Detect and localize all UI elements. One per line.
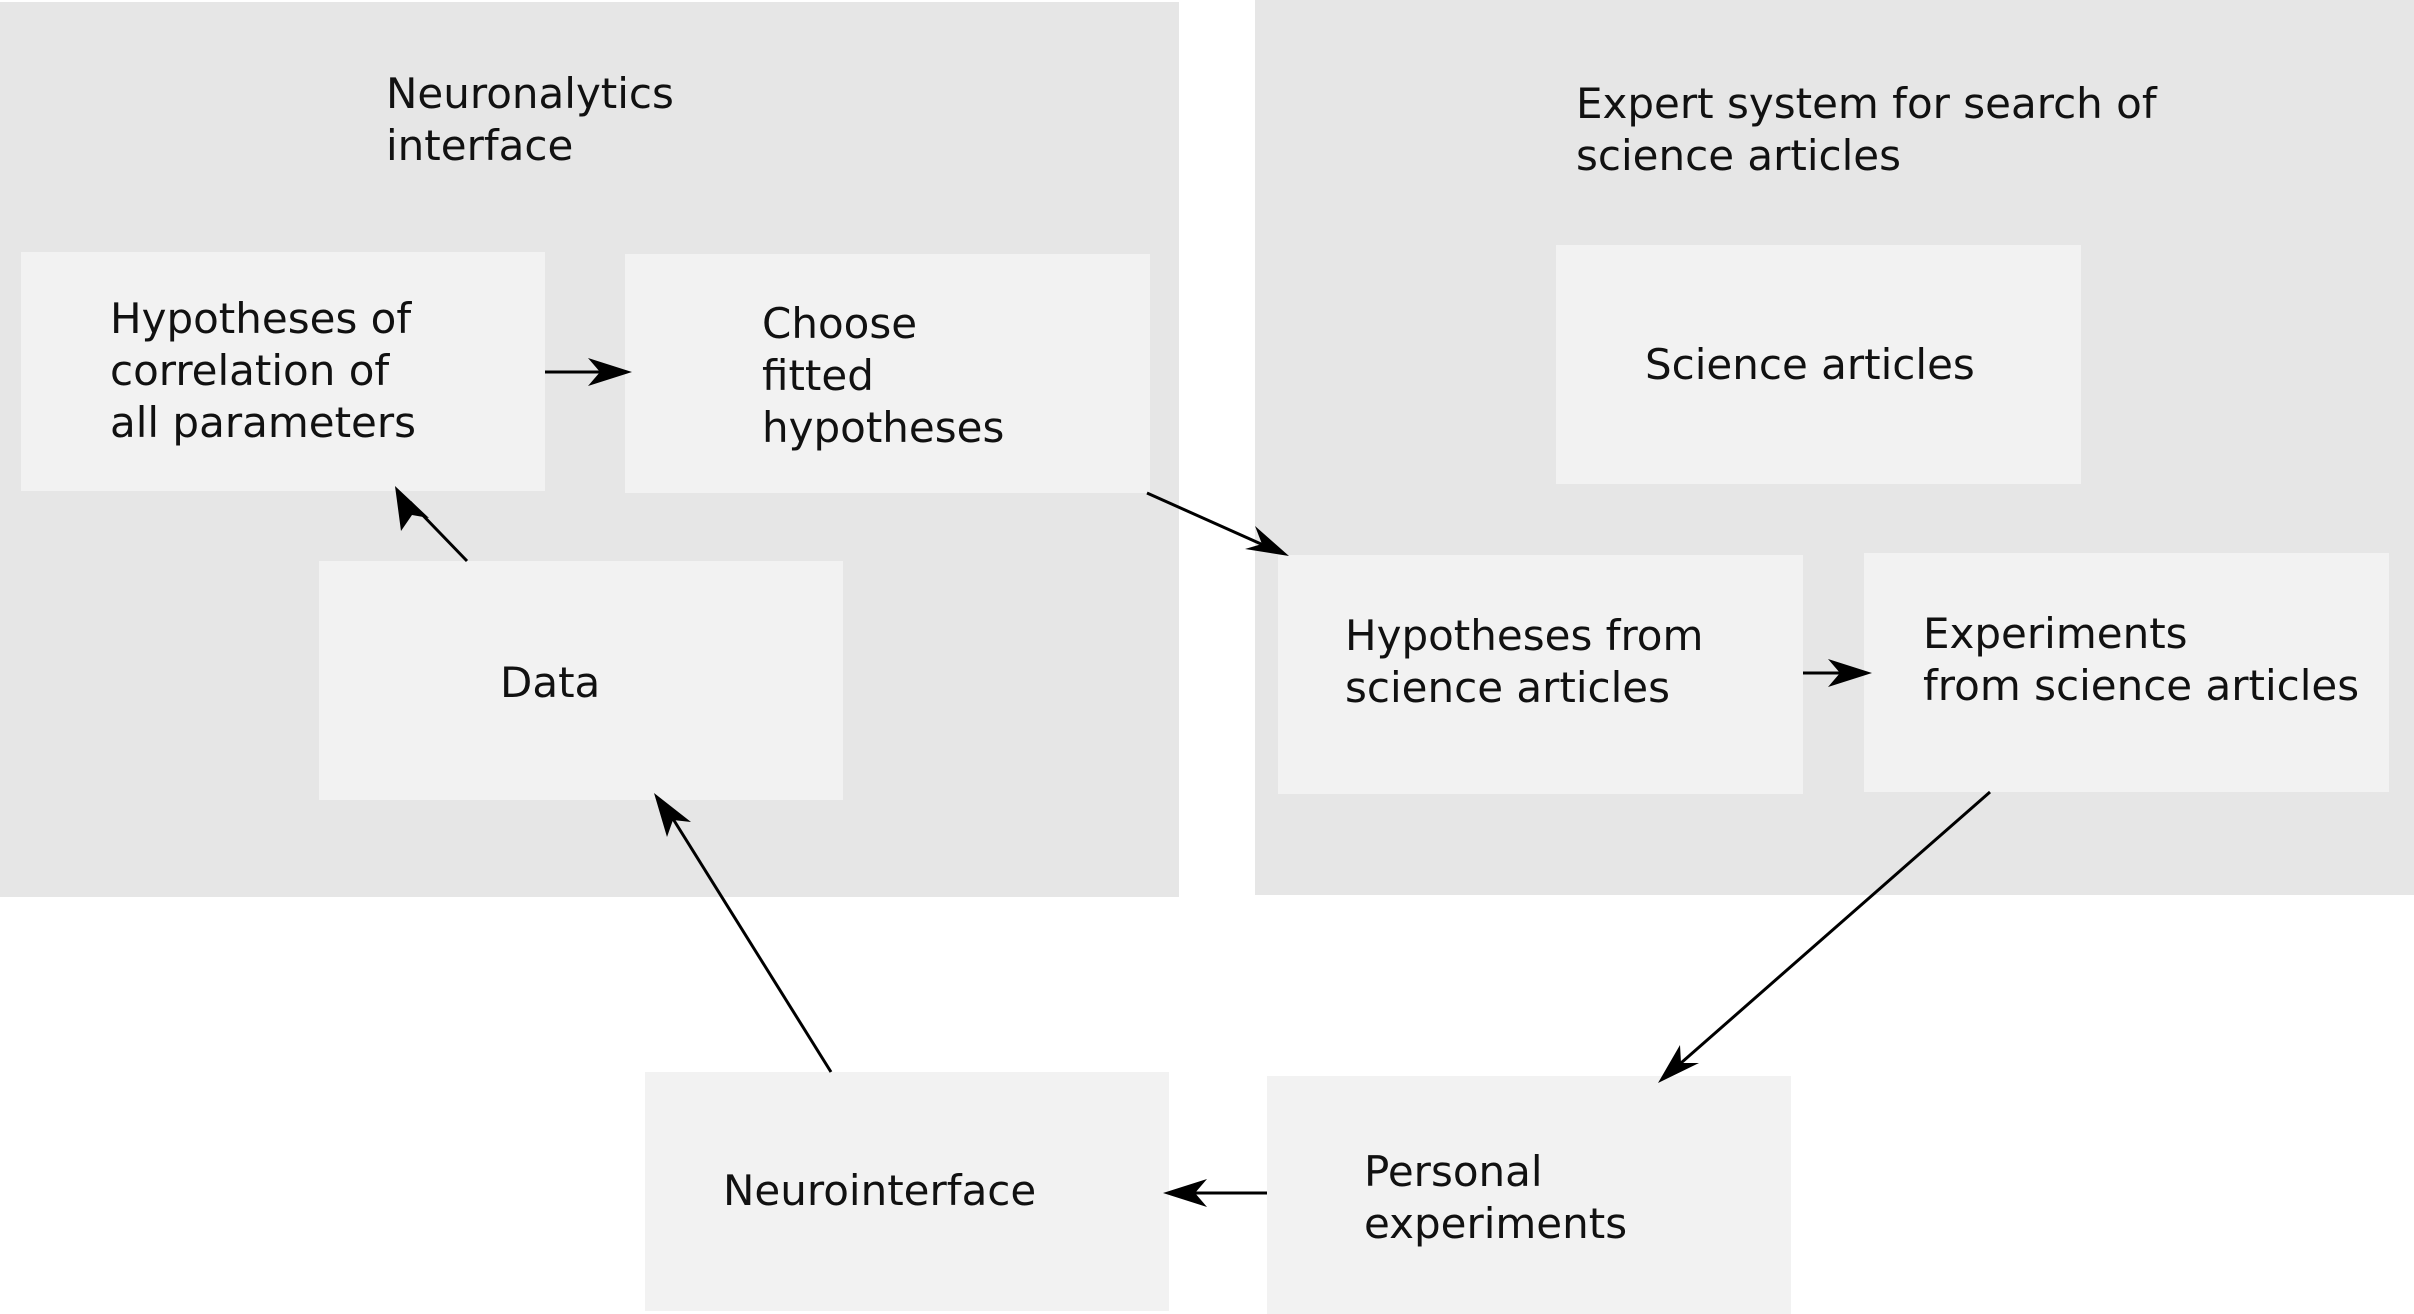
science-articles-box [1556,245,2081,484]
choose-fitted-box [625,254,1150,493]
box-label-line: Data [500,658,601,707]
panel-title-line: Neuronalytics [386,69,674,118]
hypotheses-correlation-label: Hypotheses of correlation of all paramet… [110,293,416,449]
hypotheses-from-articles-label: Hypotheses from science articles [1345,610,1703,714]
panel-title-line: science articles [1576,131,1902,180]
panel-title-line: Expert system for search of [1576,79,2157,128]
hypotheses-correlation-box [21,252,545,491]
panel-title-line: interface [386,121,574,170]
hypotheses-from-articles-box [1278,555,1803,794]
box-label-line: Science articles [1645,340,1975,389]
box-label-line: Experiments [1923,609,2188,658]
box-label-line: fitted [762,351,874,400]
experiments-from-articles-label: Experiments from science articles [1923,608,2359,712]
box-label-line: hypotheses [762,403,1005,452]
box-label-line: Choose [762,299,918,348]
box-label-line: Hypotheses of [110,294,412,343]
box-label-line: Personal [1364,1147,1543,1196]
expert-system-panel-title: Expert system for search of science arti… [1576,78,2157,182]
data-box [319,561,843,800]
choose-fitted-label: Choose fitted hypotheses [762,298,1004,454]
neurointerface-box [645,1072,1169,1311]
box-label-line: all parameters [110,398,417,447]
neurointerface-label: Neurointerface [723,1165,1036,1217]
box-label-line: from science articles [1923,661,2360,710]
box-label-line: science articles [1345,663,1671,712]
box-label-line: Hypotheses from [1345,611,1704,660]
science-articles-label: Science articles [1645,339,1975,391]
neuronalytics-panel-title: Neuronalytics interface [386,68,674,172]
arrowhead [1163,1179,1207,1207]
experiments-from-articles-box [1864,553,2389,792]
personal-experiments-box [1267,1076,1791,1314]
box-label-line: Neurointerface [723,1166,1037,1215]
data-label: Data [500,657,600,709]
box-label-line: experiments [1364,1199,1628,1248]
box-label-line: correlation of [110,346,390,395]
personal-experiments-label: Personal experiments [1364,1146,1627,1250]
